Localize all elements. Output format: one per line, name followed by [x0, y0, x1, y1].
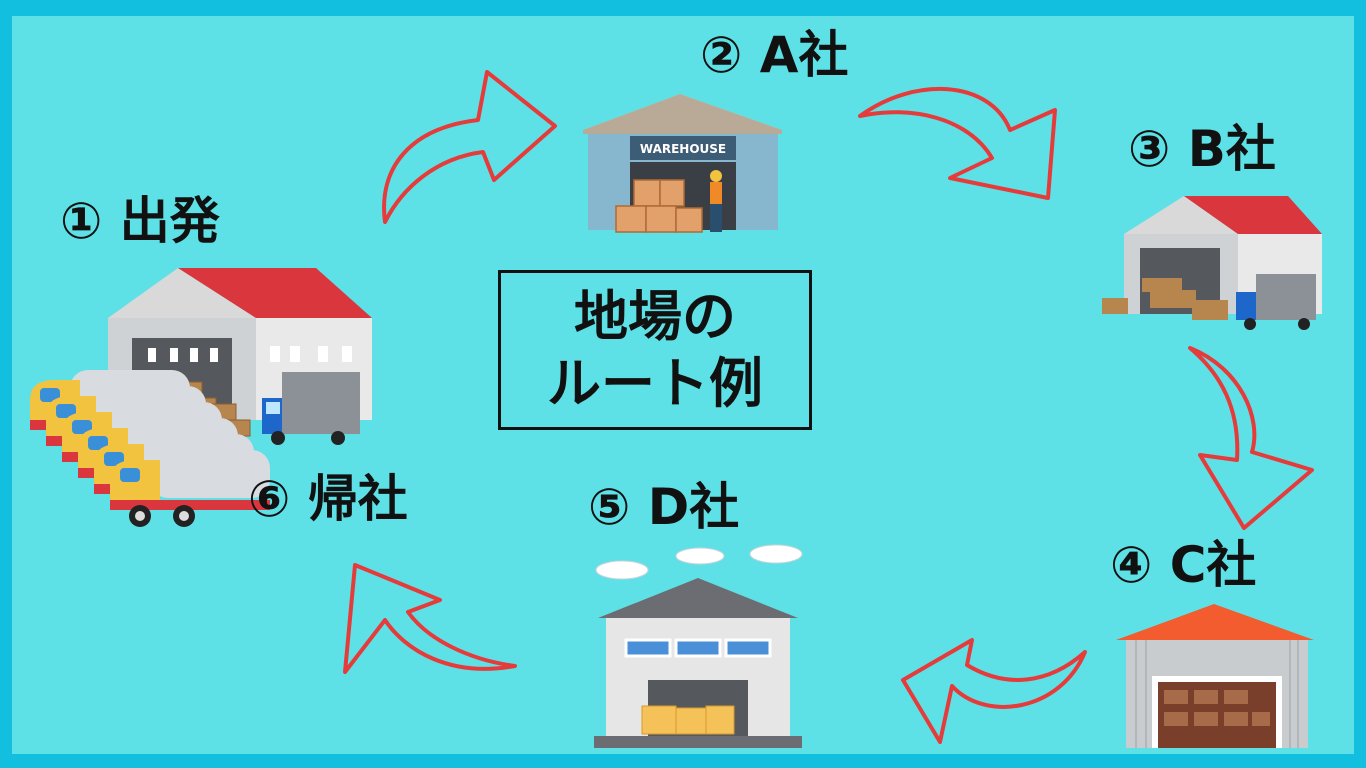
- stop-label-c: ④ C社: [1110, 536, 1257, 594]
- arrow-a-to-b: [858, 86, 1057, 200]
- route-title-line-2: ルート例: [547, 352, 763, 415]
- arrow-c-to-d: [901, 638, 1087, 744]
- stop-label-start: ① 出発: [60, 192, 220, 250]
- stop-label-a: ② A社: [700, 26, 849, 84]
- warehouse-sign-text: WAREHOUSE: [640, 142, 726, 156]
- c-warehouse-illustration: [1116, 604, 1314, 748]
- a-warehouse-illustration: WAREHOUSE: [583, 94, 782, 233]
- stop-label-d: ⑤ D社: [588, 478, 740, 536]
- stop-label-return: ⑥ 帰社: [248, 470, 408, 528]
- arrow-start-to-a: [382, 70, 557, 224]
- d-warehouse-illustration: [594, 544, 803, 748]
- arrow-b-to-c: [1188, 346, 1314, 530]
- arrow-d-to-return: [343, 563, 517, 674]
- b-warehouse-illustration: [1102, 196, 1322, 330]
- return-trucks-illustration: [30, 370, 270, 527]
- stop-label-b: ③ B社: [1128, 120, 1276, 178]
- route-title-box: 地場の ルート例: [498, 270, 812, 430]
- route-title-line-1: 地場の: [574, 284, 736, 348]
